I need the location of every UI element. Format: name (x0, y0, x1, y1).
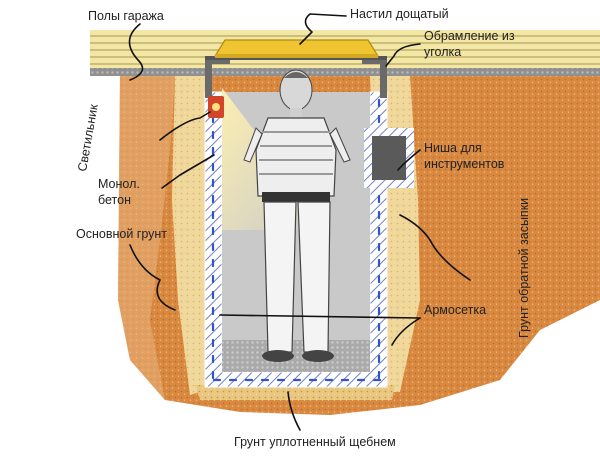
person-figure (243, 69, 351, 362)
leader-main-soil (129, 244, 176, 311)
tool-niche (364, 128, 414, 188)
label-angle-frame-2: уголка (424, 45, 461, 59)
label-tool-niche-1: Ниша для (424, 141, 482, 155)
pit-floor (222, 340, 370, 372)
label-monolithic-2: бетон (98, 193, 131, 207)
leader-garage-floor (128, 23, 144, 81)
label-angle-frame-1: Обрамление из (424, 29, 515, 43)
leader-lines (128, 13, 471, 431)
leader-lamp (159, 111, 211, 141)
label-backfill-soil: Грунт обратной засыпки (517, 198, 531, 338)
plank-cover (213, 39, 380, 58)
leader-gravel (287, 391, 301, 431)
label-main-soil: Основной грунт (76, 227, 167, 241)
label-garage-floor: Полы гаража (88, 9, 164, 23)
leader-mesh-left (219, 314, 421, 319)
label-mesh: Армосетка (424, 303, 486, 317)
leader-mesh-right (391, 317, 421, 346)
leader-plank-cover (299, 13, 347, 45)
leader-tool-niche (397, 149, 421, 171)
leader-monolithic (161, 154, 215, 189)
label-gravel-base: Грунт уплотненный щебнем (234, 435, 396, 449)
label-lamp: Светильник (75, 103, 101, 173)
label-tool-niche-2: инструментов (424, 157, 505, 171)
garage-floor-planks (90, 30, 600, 76)
leader-backfill (399, 214, 471, 281)
labels: Полы гаража Настил дощатый Обрамление из… (75, 7, 531, 449)
label-plank-cover: Настил дощатый (350, 7, 449, 21)
label-monolithic-1: Монол. (98, 177, 140, 191)
leader-angle-frame (385, 43, 421, 67)
gravel-base (195, 385, 395, 400)
